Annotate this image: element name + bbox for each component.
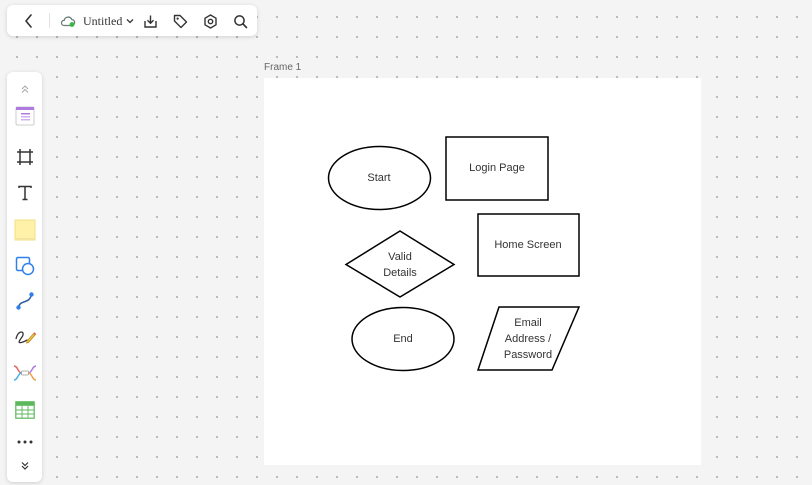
pen-icon[interactable] [11, 324, 38, 350]
frame-icon[interactable] [11, 144, 38, 170]
start-label: Start [367, 172, 391, 184]
email-password-line-2: Address / [504, 333, 552, 345]
tag-icon[interactable] [170, 11, 190, 31]
sticky-note-icon[interactable] [11, 217, 38, 243]
valid-details-line-2: Details [383, 267, 417, 279]
document-title-dropdown[interactable]: Untitled [60, 12, 134, 30]
download-icon[interactable] [140, 11, 160, 31]
end-ellipse[interactable] [351, 306, 455, 372]
settings-icon[interactable] [200, 11, 220, 31]
frame-1[interactable]: Start Login Page Valid Details Home Scre… [264, 78, 701, 465]
back-arrow-icon[interactable] [19, 11, 39, 31]
text-icon[interactable] [11, 180, 38, 206]
frame-label[interactable]: Frame 1 [264, 62, 302, 73]
collapse-up-icon[interactable] [11, 76, 38, 102]
email-password-label: Email Address / Password [504, 315, 552, 363]
home-screen-label: Home Screen [494, 239, 562, 251]
email-password-line-1: Email [514, 317, 542, 329]
shape-icon[interactable] [11, 253, 38, 279]
login-page-label: Login Page [469, 162, 525, 174]
toolbar-divider [49, 13, 50, 28]
more-icon[interactable] [11, 429, 38, 455]
valid-details-line-1: Valid [388, 251, 412, 263]
document-title: Untitled [83, 13, 123, 28]
valid-details-label: Valid Details [383, 249, 417, 281]
start-ellipse[interactable] [327, 145, 432, 211]
cloud-sync-icon [60, 15, 76, 27]
home-screen-box[interactable] [477, 213, 580, 277]
top-toolbar: Untitled [7, 5, 257, 36]
chevron-down-icon [126, 18, 134, 24]
valid-details-diamond[interactable] [344, 230, 456, 298]
expand-down-icon[interactable] [11, 453, 38, 479]
login-page-box[interactable] [445, 136, 549, 201]
table-icon[interactable] [11, 397, 38, 423]
email-password-parallelogram[interactable] [476, 306, 581, 371]
flowchart-shapes [327, 136, 581, 372]
end-label: End [393, 333, 413, 345]
email-password-line-3: Password [503, 349, 553, 361]
template-icon[interactable] [11, 103, 38, 129]
connector-icon[interactable] [11, 288, 38, 314]
search-icon[interactable] [230, 11, 250, 31]
mindmap-icon[interactable] [11, 360, 38, 386]
left-tool-sidebar [7, 72, 42, 482]
